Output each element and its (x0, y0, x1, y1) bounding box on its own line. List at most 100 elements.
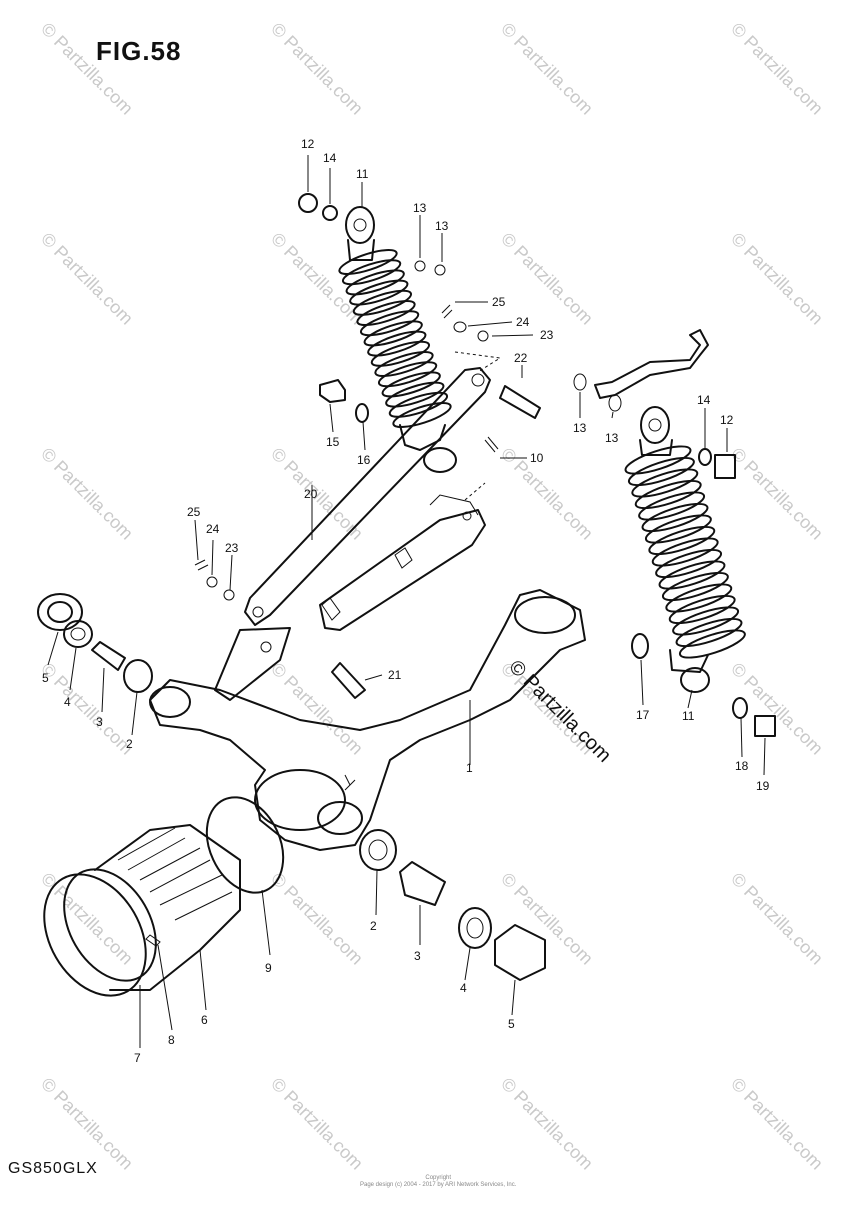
spring-coil (648, 525, 716, 556)
spring-coil (634, 479, 702, 510)
spring-coil (367, 330, 427, 357)
callout-23: 23 (225, 541, 239, 555)
callout-14: 14 (697, 393, 711, 407)
copyright-note: Copyright Page design (c) 2004 - 2017 by… (360, 1175, 516, 1189)
callout-21: 21 (388, 668, 402, 682)
callout-22: 22 (514, 351, 528, 365)
callout-16: 16 (357, 453, 371, 467)
callout-24: 24 (516, 315, 530, 329)
callout-13: 13 (573, 421, 587, 435)
watermark-text: © Partzilla.com (37, 229, 137, 329)
spring-coil (651, 537, 719, 567)
watermark-text: © Partzilla.com (37, 1074, 137, 1174)
watermark-text: © Partzilla.com (37, 659, 137, 759)
watermark-text: © Partzilla.com (727, 229, 827, 329)
watermark-text: © Partzilla.com (497, 444, 597, 544)
spring-coil (627, 456, 695, 487)
spring-coil (641, 502, 709, 533)
callout-25: 25 (187, 505, 201, 519)
reference-line (454, 351, 502, 373)
callout-13: 13 (435, 219, 449, 233)
callout-24: 24 (206, 522, 220, 536)
callout-6: 6 (201, 1013, 208, 1027)
spring-coil (624, 445, 692, 475)
watermark-text: © Partzilla.com (37, 444, 137, 544)
swing-arm[interactable] (149, 589, 586, 851)
spring-coil (658, 560, 726, 590)
left-shock-absorber[interactable] (337, 206, 457, 473)
spring-coil (356, 300, 416, 326)
watermark-text: © Partzilla.com (727, 869, 827, 969)
leader-lines (47, 155, 766, 1048)
callout-15: 15 (326, 435, 340, 449)
spring-coil (668, 594, 736, 625)
spring-coil (338, 249, 398, 275)
callout-11: 11 (356, 167, 369, 181)
spring-coil (678, 629, 746, 659)
watermark-text: © Partzilla.com (37, 869, 137, 969)
callout-13: 13 (413, 201, 427, 215)
figure-title: FIG.58 (96, 36, 182, 66)
copyright-line: Page design (c) 2004 - 2017 by ARI Netwo… (360, 1182, 517, 1188)
callout-18: 18 (735, 759, 749, 773)
callout-17: 17 (636, 708, 650, 722)
callout-3: 3 (96, 715, 103, 729)
spring-coil (374, 351, 434, 377)
callout-4: 4 (460, 981, 467, 995)
copyright-line: Copyright (425, 1175, 452, 1181)
drive-shaft-boot (43, 796, 285, 997)
watermark-text: © Partzilla.com (497, 1074, 597, 1174)
reference-line (464, 482, 486, 501)
right-pivot-parts (359, 829, 546, 981)
spring-coil (370, 340, 431, 367)
spring-coil (363, 320, 423, 347)
spring-coil (392, 402, 452, 428)
right-shock-absorber[interactable] (623, 406, 748, 693)
spring-coil (665, 583, 733, 613)
watermark-text: © Partzilla.com (497, 229, 597, 329)
shock-bracket (594, 329, 709, 399)
spring-coil (672, 606, 740, 636)
spring-coil (644, 514, 712, 544)
watermark-layer: © Partzilla.com © Partzilla.com © Partzill… (37, 19, 827, 1174)
spring-coil (349, 279, 409, 306)
callout-3: 3 (414, 949, 421, 963)
watermark-text: © Partzilla.com (267, 869, 367, 969)
watermark-text: © Partzilla.com (497, 869, 597, 969)
callout-11: 11 (682, 709, 695, 723)
callout-2: 2 (126, 737, 133, 751)
callout-5: 5 (508, 1017, 515, 1031)
watermark-text: © Partzilla.com (727, 444, 827, 544)
callout-8: 8 (168, 1033, 175, 1047)
spring-coil (655, 548, 723, 579)
watermark-text: © Partzilla.com (267, 659, 367, 759)
callout-1: 1 (466, 761, 473, 775)
callout-5: 5 (42, 671, 49, 685)
small-hardware (194, 193, 776, 737)
watermark-text: © Partzilla.com (267, 19, 367, 119)
callout-20: 20 (304, 487, 318, 501)
spring-coil (359, 310, 420, 337)
spring-coil (377, 361, 438, 388)
callout-14: 14 (323, 151, 337, 165)
watermark-text: © Partzilla.com (267, 229, 367, 329)
model-code: GS850GLX (8, 1160, 98, 1177)
callout-labels: 1 2 2 3 3 4 4 5 5 6 7 8 9 10 11 11 12 12… (42, 137, 770, 1065)
spring-coil (388, 391, 449, 418)
callout-25: 25 (492, 295, 506, 309)
callout-12: 12 (720, 413, 734, 427)
brake-arm-tube (319, 509, 486, 631)
callout-7: 7 (134, 1051, 141, 1065)
spring-coil (381, 371, 441, 398)
spring-coil (638, 491, 706, 521)
callout-9: 9 (265, 961, 272, 975)
callout-4: 4 (64, 695, 71, 709)
torque-link-rod[interactable] (244, 367, 491, 626)
spring-coil (661, 571, 729, 602)
spring-coil (631, 468, 699, 498)
callout-13: 13 (605, 431, 619, 445)
spring-coil (345, 269, 405, 296)
watermark-text: © Partzilla.com (37, 19, 137, 119)
callout-10: 10 (530, 451, 544, 465)
